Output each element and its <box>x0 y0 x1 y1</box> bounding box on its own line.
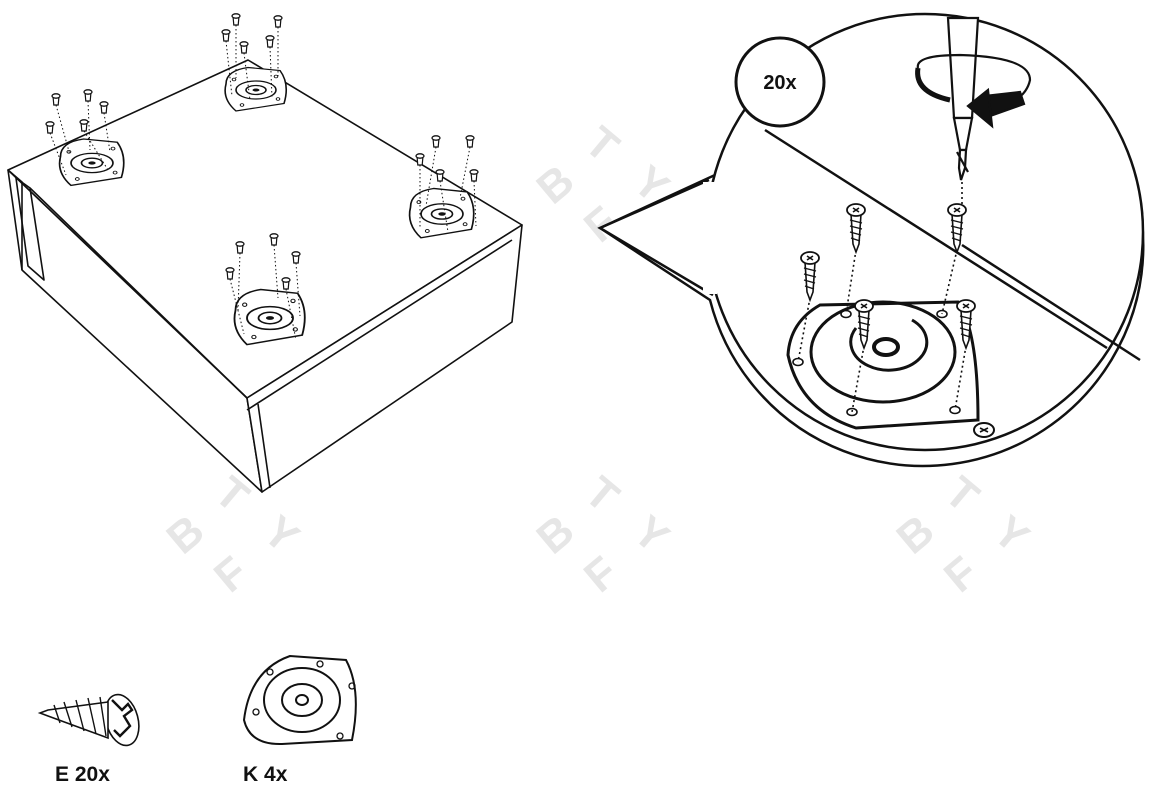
screw-icon <box>265 35 275 48</box>
screw-icon <box>45 121 55 134</box>
screw-icon <box>947 203 967 255</box>
screw-icon <box>846 203 866 255</box>
small-screw-group <box>45 13 479 341</box>
screw-icon <box>273 15 283 28</box>
screw-icon <box>431 135 441 148</box>
screw-icon <box>415 153 425 166</box>
screw-icon <box>235 241 245 254</box>
screw-icon <box>51 93 61 106</box>
screw-guide-line <box>439 180 449 233</box>
screw-icon <box>79 119 89 132</box>
screw-icon <box>281 277 291 290</box>
screw-guide-line <box>49 132 67 176</box>
screw-guide-line <box>103 112 111 153</box>
screw-guide-line <box>225 40 233 97</box>
screw-icon <box>956 299 976 351</box>
screw-icon <box>465 135 475 148</box>
screw-guide-line <box>87 100 91 151</box>
count-badge-text: 20x <box>763 72 796 94</box>
screw-guide-line <box>851 345 865 413</box>
screw-icon <box>221 29 231 42</box>
screw-icon <box>99 101 109 114</box>
screw-icon <box>291 251 301 264</box>
screw-guide-line <box>273 244 279 299</box>
part-e-quantity: 20x <box>74 763 110 786</box>
screw-icon <box>435 169 445 182</box>
screw-guide-line <box>285 288 297 341</box>
screw-guide-line <box>954 345 967 411</box>
screw-guide-line <box>237 252 241 311</box>
screwdriver-icon <box>915 16 1032 205</box>
screw-icon <box>83 89 93 102</box>
screw-guide-line <box>295 262 301 317</box>
plate-right <box>408 187 475 239</box>
plate-back-left <box>58 138 125 187</box>
part-e-label: E 20x <box>55 763 110 787</box>
screw-guide-line <box>55 104 71 156</box>
screw-guide-line <box>845 249 857 315</box>
part-k-quantity: 4x <box>264 763 288 786</box>
screw-guide-line <box>797 297 811 363</box>
screw-icon <box>239 41 249 54</box>
screw-icon <box>231 13 241 26</box>
screw-icon <box>469 169 479 182</box>
screw-icon <box>225 267 235 280</box>
part-k-label: K 4x <box>243 763 287 787</box>
screw-guide-line <box>459 146 471 199</box>
count-badge: 20x <box>734 36 826 128</box>
detail-callout: 20x <box>597 12 1145 468</box>
screw-icon <box>800 251 820 303</box>
detail-plate <box>786 300 980 430</box>
part-k-plate-icon <box>242 654 357 746</box>
part-e-screw-icon <box>37 693 140 747</box>
part-k-letter: K <box>243 763 259 786</box>
plate-back-center <box>224 66 288 112</box>
screw-guide-line <box>269 46 273 99</box>
cabinet <box>7 59 523 493</box>
screw-guide-line <box>941 249 958 315</box>
screw-head-icon <box>973 422 995 438</box>
screw-guide-line <box>229 278 245 335</box>
part-e-letter: E <box>55 763 70 786</box>
detail-screw-group <box>797 203 995 438</box>
screw-icon <box>854 299 874 351</box>
plate-front <box>233 288 306 346</box>
screw-icon <box>269 233 279 246</box>
